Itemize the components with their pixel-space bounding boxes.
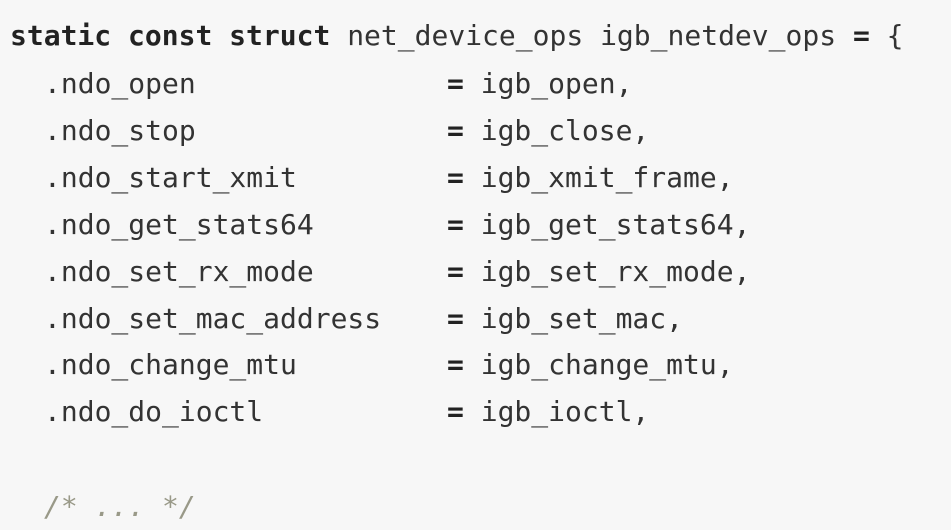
assign-operator: = <box>447 114 464 147</box>
variable-name: igb_netdev_ops <box>600 19 837 52</box>
field-value-group: = igb_get_stats64, <box>447 205 750 245</box>
assign-operator: = <box>447 395 464 428</box>
field-name: .ndo_stop <box>44 114 196 147</box>
field-name: .ndo_do_ioctl <box>44 395 264 428</box>
field-name: .ndo_start_xmit <box>44 161 297 194</box>
assign-operator: = <box>447 255 464 288</box>
field-line-ndo-start-xmit: .ndo_start_xmit = igb_xmit_frame, <box>0 158 734 198</box>
field-value-group: = igb_set_rx_mode, <box>447 252 750 292</box>
field-value-group: = igb_ioctl, <box>447 392 649 432</box>
assign-operator: = <box>447 348 464 381</box>
assign-operator: = <box>447 67 464 100</box>
field-value-group: = igb_close, <box>447 111 649 151</box>
field-line-ndo-get-stats64: .ndo_get_stats64 = igb_get_stats64, <box>0 205 750 245</box>
field-value: igb_get_stats64, <box>480 208 751 241</box>
field-name: .ndo_open <box>44 67 196 100</box>
assign-operator: = <box>447 208 464 241</box>
keyword-struct: struct <box>229 19 331 52</box>
code-comment: /* ... */ <box>44 490 196 523</box>
field-value: igb_set_mac, <box>480 302 684 335</box>
field-name: .ndo_set_rx_mode <box>44 255 314 288</box>
keyword-static: static <box>10 19 112 52</box>
open-brace: { <box>886 19 904 52</box>
field-value: igb_close, <box>480 114 650 147</box>
field-value-group: = igb_set_mac, <box>447 299 683 339</box>
field-line-ndo-open: .ndo_open = igb_open, <box>0 64 632 104</box>
struct-declaration-line: static const struct net_device_ops igb_n… <box>10 16 904 56</box>
field-value-group: = igb_open, <box>447 64 632 104</box>
field-line-ndo-do-ioctl: .ndo_do_ioctl = igb_ioctl, <box>0 392 649 432</box>
field-line-ndo-change-mtu: .ndo_change_mtu = igb_change_mtu, <box>0 345 734 385</box>
field-name: .ndo_get_stats64 <box>44 208 314 241</box>
field-value-group: = igb_change_mtu, <box>447 345 734 385</box>
field-value: igb_set_rx_mode, <box>480 255 751 288</box>
field-line-ndo-set-rx-mode: .ndo_set_rx_mode = igb_set_rx_mode, <box>0 252 750 292</box>
keyword-const: const <box>128 19 213 52</box>
assign-operator: = <box>852 19 870 52</box>
struct-type-name: net_device_ops <box>347 19 584 52</box>
assign-operator: = <box>447 161 464 194</box>
field-line-ndo-set-mac-address: .ndo_set_mac_address = igb_set_mac, <box>0 299 683 339</box>
field-value: igb_change_mtu, <box>480 348 734 381</box>
assign-operator: = <box>447 302 464 335</box>
field-line-ndo-stop: .ndo_stop = igb_close, <box>0 111 649 151</box>
field-value-group: = igb_xmit_frame, <box>447 158 734 198</box>
field-value: igb_ioctl, <box>480 395 650 428</box>
field-name: .ndo_change_mtu <box>44 348 297 381</box>
field-value: igb_xmit_frame, <box>480 161 734 194</box>
field-name: .ndo_set_mac_address <box>44 302 382 335</box>
field-value: igb_open, <box>480 67 633 100</box>
